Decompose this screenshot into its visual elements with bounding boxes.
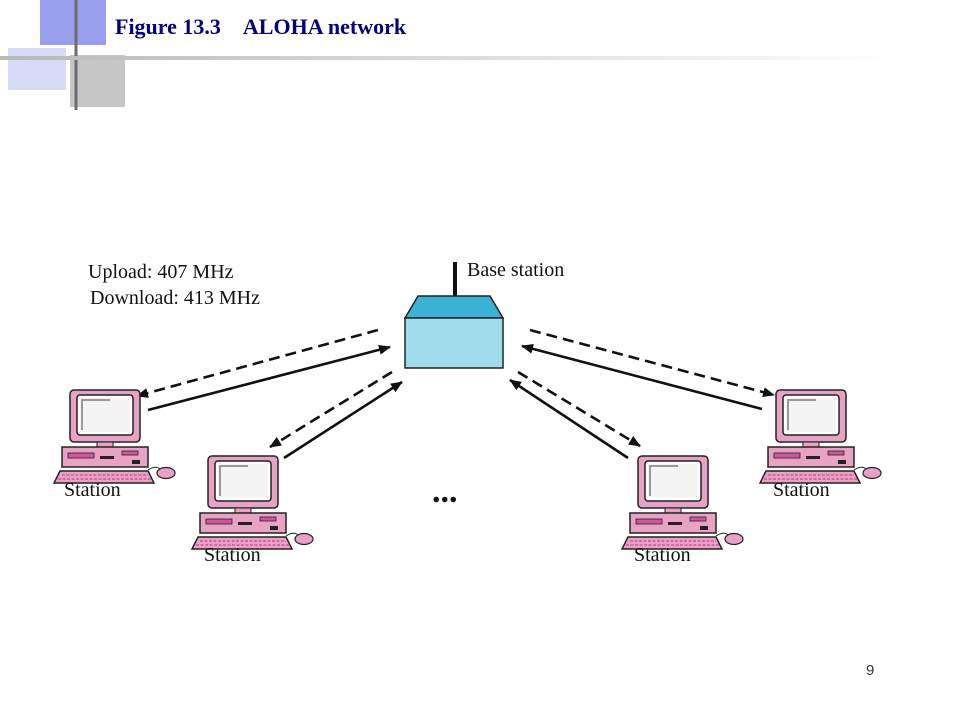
station-far-left: Station <box>53 389 176 501</box>
station-label: Station <box>64 479 121 501</box>
decor-square-blue <box>40 0 106 45</box>
upload-arrow-left <box>147 344 391 412</box>
upload-arrow-inner-left <box>283 380 403 460</box>
more-stations-ellipsis: ... <box>432 473 458 510</box>
base-station-roof <box>403 295 505 319</box>
figure-number: Figure 13.3 <box>115 14 221 39</box>
station-label: Station <box>634 544 691 566</box>
base-station <box>403 262 505 369</box>
station-inner-left: Station <box>191 455 314 566</box>
decor-horizontal-line <box>0 56 900 60</box>
figure-title: Figure 13.3 ALOHA network <box>115 14 406 40</box>
download-arrow-left <box>136 328 379 398</box>
computer-icon <box>759 389 882 484</box>
download-arrow-inner-left <box>269 370 393 449</box>
station-inner-right: Station <box>621 455 744 566</box>
upload-arrow-right <box>521 343 763 411</box>
upload-label: Upload: 407 MHz <box>88 261 234 283</box>
computer-icon <box>621 455 744 550</box>
station-label: Station <box>773 479 830 501</box>
figure-caption: ALOHA network <box>242 14 407 39</box>
decor-square-light <box>8 48 66 90</box>
computer-icon <box>191 455 314 550</box>
upload-arrow-inner-right <box>509 378 629 460</box>
decor-square-gray <box>70 55 125 107</box>
download-arrow-right <box>529 328 775 397</box>
download-arrow-inner-right <box>517 370 641 448</box>
base-station-label: Base station <box>467 259 564 281</box>
computer-icon <box>53 389 176 484</box>
page-number: 9 <box>866 662 875 679</box>
station-label: Station <box>204 544 261 566</box>
download-label: Download: 413 MHz <box>90 287 260 309</box>
base-station-box <box>404 317 504 369</box>
station-far-right: Station <box>759 389 882 501</box>
